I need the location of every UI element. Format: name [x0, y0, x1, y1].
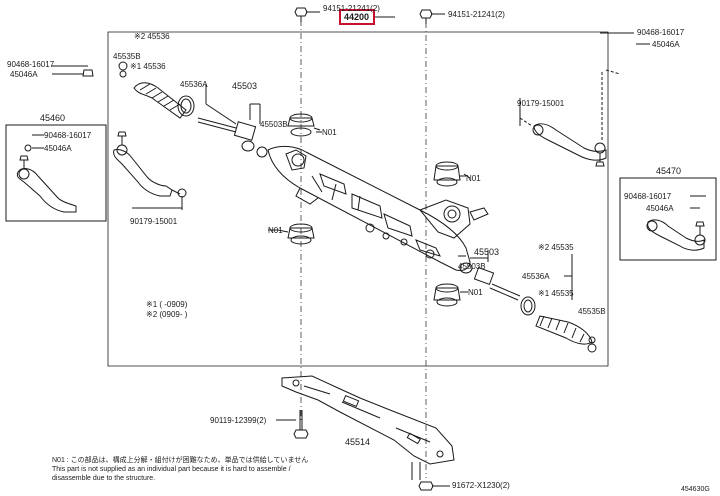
crossmember-bolt-label[interactable]: 90119-12399(2) [210, 416, 267, 425]
top-bolt-right-label[interactable]: 94151-21241(2) [448, 10, 505, 19]
figure-number: 454630G [681, 486, 710, 493]
main-assembly-highlight [339, 9, 375, 25]
main-assembly-label[interactable]: 44200 [344, 12, 370, 22]
left-tie-rod-end-main [113, 131, 187, 198]
left-boot-label-b[interactable]: 45535B [113, 52, 141, 61]
lower-bushing-left [277, 223, 315, 245]
n01-footnote: N01 : この部品は、構成上分解・組付けが困難なため、単品では供給していません… [52, 456, 382, 483]
lower-bushing-right [433, 283, 468, 307]
bottom-bolt-label[interactable]: 91672-X1230(2) [452, 481, 510, 490]
right-tie-rod-box-label-2[interactable]: 45046A [646, 204, 674, 213]
crossmember-label[interactable]: 45514 [345, 437, 371, 447]
n01-footnote-line-2: This part is not supplied as an individu… [52, 466, 291, 473]
applicability-note-1: ※1 ( -0909) [146, 300, 188, 309]
n01-label-d[interactable]: N01 [468, 288, 483, 297]
right-tie-rod-end-main [519, 69, 621, 167]
main-assembly-frame [107, 31, 609, 367]
right-boot-label-a[interactable]: ※2 45535 [538, 243, 574, 252]
n01-label-a[interactable]: N01 [322, 128, 337, 137]
upper-bushing-right [433, 161, 466, 187]
left-boot-label-d[interactable]: 45536A [180, 80, 208, 89]
n01-footnote-title: N01 : この部品は、構成上分解・組付けが困難なため、単品では供給していません [52, 457, 309, 464]
left-tie-rod-inset-box [5, 124, 107, 222]
right-boot-label-d[interactable]: 45535B [578, 307, 606, 316]
bottom-bolt [418, 481, 450, 491]
left-lock-nut-label[interactable]: 90179-15001 [130, 217, 178, 226]
right-rod-label[interactable]: 45503 [474, 247, 500, 257]
applicability-note-2: ※2 (0909- ) [146, 310, 188, 319]
right-end-top-label-1[interactable]: 90468-16017 [637, 28, 685, 37]
n01-footnote-line-3: disassemble due to the structure. [52, 475, 156, 482]
left-tie-rod-box-label-2[interactable]: 45046A [44, 144, 72, 153]
crossmember-plate [281, 375, 455, 480]
right-lock-nut-label[interactable]: 90179-15001 [517, 99, 565, 108]
left-tie-rod-box-label[interactable]: 45460 [40, 113, 66, 123]
top-bolt-right [419, 9, 433, 24]
right-rod-label-b[interactable]: 45503B [458, 262, 486, 271]
upper-bushing-left [287, 113, 321, 137]
n01-label-b[interactable]: N01 [466, 174, 481, 183]
top-bolt-left [294, 7, 308, 22]
rack-housing [267, 145, 489, 271]
left-rod-label-b[interactable]: 45503B [260, 120, 288, 129]
left-tie-rod-box-label-1[interactable]: 90468-16017 [44, 131, 92, 140]
n01-label-c[interactable]: N01 [268, 226, 283, 235]
right-boot-assembly [520, 254, 597, 353]
left-boot-label-c[interactable]: ※1 45536 [130, 62, 166, 71]
left-rod-label[interactable]: 45503 [232, 81, 258, 91]
right-boot-label-c[interactable]: ※1 45535 [538, 289, 574, 298]
left-tie-rod-end-inset [16, 134, 77, 213]
right-tie-rod-end-inset [646, 195, 706, 251]
top-bolt-left-label[interactable]: 94151-21241(2) [323, 4, 380, 13]
left-boot-label-a[interactable]: ※2 45536 [134, 32, 170, 41]
right-boot-label-b[interactable]: 45536A [522, 272, 550, 281]
left-inner-tie-rod [197, 103, 268, 158]
left-end-top-label-1[interactable]: 90468-16017 [7, 60, 55, 69]
right-inner-tie-rod [459, 250, 521, 301]
left-boot-assembly [82, 61, 195, 119]
right-tie-rod-box-label[interactable]: 45470 [656, 166, 682, 176]
left-end-top-label-2[interactable]: 45046A [10, 70, 38, 79]
crossmember-bolt [276, 410, 309, 439]
right-tie-rod-inset-box [619, 177, 717, 261]
right-end-top-label-2[interactable]: 45046A [652, 40, 680, 49]
right-tie-rod-box-label-1[interactable]: 90468-16017 [624, 192, 672, 201]
